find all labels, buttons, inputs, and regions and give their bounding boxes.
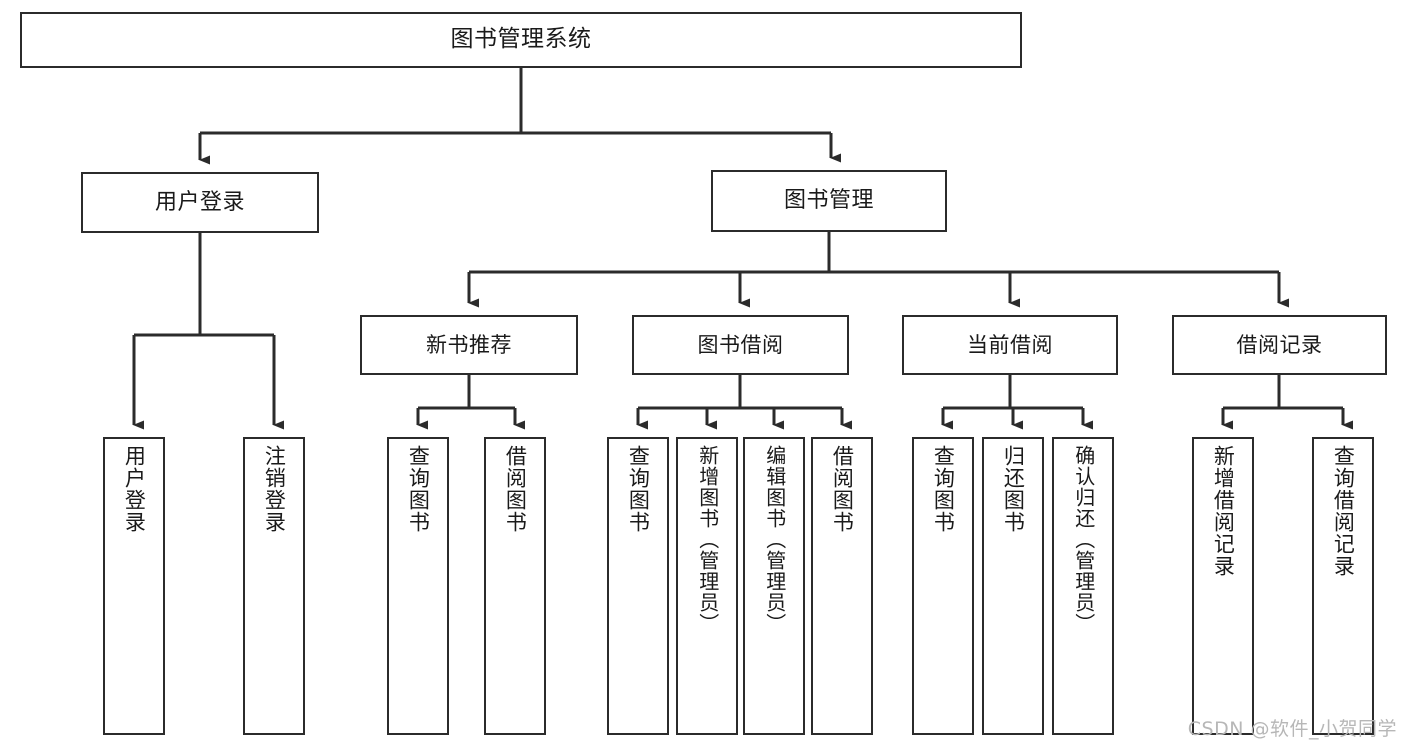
watermark: CSDN @软件_小贺同学: [1187, 718, 1397, 740]
node-new-book-recommend-label: 新书推荐: [426, 332, 512, 357]
node-leaf-query-record-label: 查询借阅记录: [1331, 445, 1356, 577]
node-leaf-query-book-current-label: 查询图书: [931, 445, 956, 533]
node-leaf-confirm-return-label: 确认归还（管理员）: [1071, 445, 1096, 634]
node-leaf-confirm-return[interactable]: 确认归还（管理员）: [1052, 437, 1114, 735]
node-leaf-borrow-book-label: 借阅图书: [830, 445, 855, 533]
node-current-borrow-label: 当前借阅: [967, 332, 1053, 357]
node-leaf-user-logout[interactable]: 注销登录: [243, 437, 305, 735]
node-leaf-add-book-label: 新增图书（管理员）: [695, 445, 720, 634]
node-book-manage[interactable]: 图书管理: [711, 170, 947, 232]
node-user-login-label: 用户登录: [154, 189, 245, 215]
node-leaf-query-book-borrow[interactable]: 查询图书: [607, 437, 669, 735]
node-leaf-borrow-book-recommend[interactable]: 借阅图书: [484, 437, 546, 735]
node-book-borrow-label: 图书借阅: [697, 332, 784, 357]
node-leaf-query-record[interactable]: 查询借阅记录: [1312, 437, 1374, 735]
node-book-borrow[interactable]: 图书借阅: [632, 315, 849, 375]
node-leaf-return-book[interactable]: 归还图书: [982, 437, 1044, 735]
node-leaf-query-book-recommend[interactable]: 查询图书: [387, 437, 449, 735]
node-leaf-return-book-label: 归还图书: [1001, 445, 1026, 533]
node-leaf-query-book-borrow-label: 查询图书: [626, 445, 651, 533]
node-leaf-add-record-label: 新增借阅记录: [1211, 445, 1236, 577]
node-current-borrow[interactable]: 当前借阅: [902, 315, 1118, 375]
node-user-login[interactable]: 用户登录: [81, 172, 319, 233]
node-leaf-user-login[interactable]: 用户登录: [103, 437, 165, 735]
node-leaf-query-book-recommend-label: 查询图书: [406, 445, 431, 533]
node-leaf-borrow-book[interactable]: 借阅图书: [811, 437, 873, 735]
node-leaf-query-book-current[interactable]: 查询图书: [912, 437, 974, 735]
node-leaf-user-logout-label: 注销登录: [262, 445, 287, 533]
node-borrow-record-label: 借阅记录: [1236, 332, 1323, 357]
node-leaf-add-record[interactable]: 新增借阅记录: [1192, 437, 1254, 735]
node-root-label: 图书管理系统: [450, 26, 592, 53]
node-leaf-edit-book-label: 编辑图书（管理员）: [762, 445, 787, 634]
node-leaf-borrow-book-recommend-label: 借阅图书: [503, 445, 528, 533]
node-new-book-recommend[interactable]: 新书推荐: [360, 315, 578, 375]
node-leaf-user-login-label: 用户登录: [122, 445, 147, 533]
node-borrow-record[interactable]: 借阅记录: [1172, 315, 1387, 375]
node-root[interactable]: 图书管理系统: [20, 12, 1022, 68]
node-leaf-add-book[interactable]: 新增图书（管理员）: [676, 437, 738, 735]
node-book-manage-label: 图书管理: [783, 188, 874, 214]
node-leaf-edit-book[interactable]: 编辑图书（管理员）: [743, 437, 805, 735]
